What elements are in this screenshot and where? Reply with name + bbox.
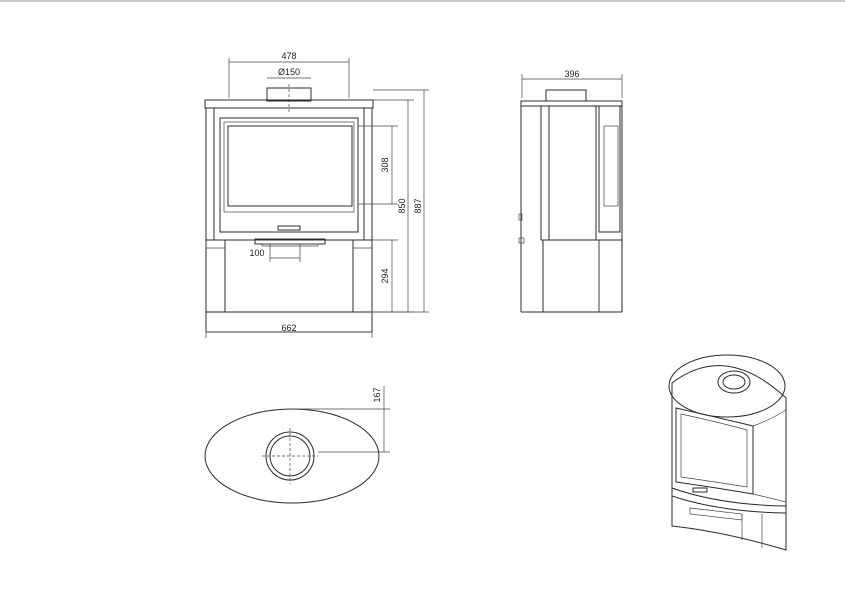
base-width-label: 662 <box>281 323 296 333</box>
ash-width-label: 100 <box>249 248 264 258</box>
door-height-label: 308 <box>380 157 390 172</box>
window-top-border <box>0 0 845 2</box>
top-view: 167 <box>204 386 390 504</box>
top-offset-label: 167 <box>372 387 382 402</box>
height-887-label: 887 <box>413 198 423 213</box>
side-depth-label: 396 <box>564 69 579 79</box>
perspective-view <box>668 354 787 551</box>
front-width-label: 478 <box>281 51 296 61</box>
base-height-label: 294 <box>380 268 390 283</box>
front-view: 478 Ø150 100 <box>204 51 429 338</box>
side-view: 396 <box>518 69 623 313</box>
height-850-label: 850 <box>397 198 407 213</box>
flue-diameter-label: Ø150 <box>278 67 300 77</box>
